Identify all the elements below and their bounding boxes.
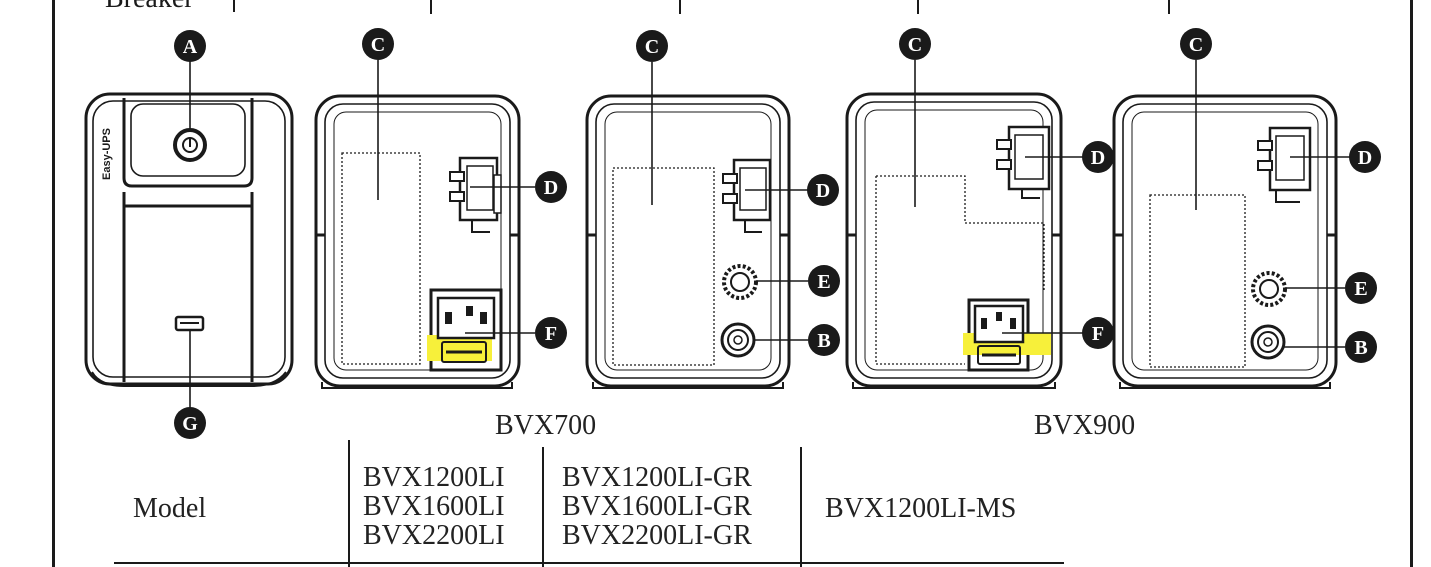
ups-rear-view-1 <box>314 94 521 389</box>
header-divider <box>1168 0 1170 14</box>
callout-d-icon: D <box>535 171 567 203</box>
callout-a-icon: A <box>174 30 206 62</box>
ups-rear-view-2 <box>585 94 791 389</box>
callout-e-icon: E <box>1345 272 1377 304</box>
iec-inlet-f-icon <box>963 298 1051 372</box>
breaker-header-label: Breaker <box>105 0 194 13</box>
callout-b-icon: B <box>1345 331 1377 363</box>
svg-text:F: F <box>545 323 557 345</box>
svg-text:E: E <box>817 271 830 293</box>
svg-text:E: E <box>1354 278 1367 300</box>
callout-d-icon: D <box>1082 141 1114 173</box>
svg-text:B: B <box>1354 337 1367 359</box>
table-cell-model: BVX1200LI-MS <box>825 493 1017 524</box>
callout-d-icon: D <box>807 174 839 206</box>
svg-text:C: C <box>371 34 385 56</box>
label-area <box>875 175 1045 365</box>
front-logo-text: Easy-UPS <box>101 128 113 180</box>
header-divider <box>679 0 681 14</box>
rj45-port-e-icon <box>1251 271 1287 307</box>
header-divider <box>917 0 919 14</box>
svg-text:D: D <box>1358 147 1372 169</box>
table-cell-model: BVX2200LI-GR <box>562 520 752 551</box>
callout-c-icon: C <box>1180 28 1212 60</box>
table-cell-model: BVX2200LI <box>363 520 505 551</box>
header-divider <box>430 0 432 14</box>
circuit-breaker-b-icon <box>720 322 756 358</box>
table-col-divider <box>800 447 802 567</box>
svg-text:D: D <box>816 180 830 202</box>
table-cell-model: BVX1600LI <box>363 491 505 522</box>
label-area <box>1149 194 1246 368</box>
power-button-icon <box>173 128 207 162</box>
table-cell-model: BVX1200LI-GR <box>562 462 752 493</box>
svg-text:G: G <box>182 413 198 435</box>
callout-d-icon: D <box>1349 141 1381 173</box>
callout-badges: A C C C C D D D D E E B B F F G <box>174 28 1381 439</box>
header-divider <box>233 0 235 12</box>
figure-label-bvx900: BVX900 <box>1034 410 1136 441</box>
callout-c-icon: C <box>636 30 668 62</box>
callout-f-icon: F <box>535 317 567 349</box>
svg-text:C: C <box>908 34 922 56</box>
table-row-divider <box>114 562 1064 564</box>
leader-lines <box>189 60 1352 408</box>
circuit-breaker-b-icon <box>1250 324 1286 360</box>
callout-c-icon: C <box>362 28 394 60</box>
callout-f-icon: F <box>1082 317 1114 349</box>
svg-text:F: F <box>1092 323 1104 345</box>
svg-text:D: D <box>544 177 558 199</box>
iec-inlet-f-icon <box>427 288 503 372</box>
svg-text:D: D <box>1091 147 1105 169</box>
rj45-port-e-icon <box>722 264 758 300</box>
figure-label-bvx700: BVX700 <box>495 410 597 441</box>
svg-text:B: B <box>817 330 830 352</box>
table-cell-model: BVX1200LI <box>363 462 505 493</box>
ups-rear-view-3 <box>845 92 1063 389</box>
callout-b-icon: B <box>808 324 840 356</box>
outlet-d-icon <box>1257 126 1312 203</box>
svg-text:C: C <box>1189 34 1203 56</box>
table-col-divider <box>542 447 544 567</box>
ups-front-view: Easy-UPS <box>84 92 294 387</box>
table-cell-model: BVX1600LI-GR <box>562 491 752 522</box>
frame-right-border <box>1410 0 1413 567</box>
outlet-d-icon <box>449 156 502 233</box>
callout-e-icon: E <box>808 265 840 297</box>
callout-c-icon: C <box>899 28 931 60</box>
ups-rear-view-4 <box>1112 94 1338 389</box>
table-row-header: Model <box>133 493 207 524</box>
table-col-divider <box>348 440 350 567</box>
callout-g-icon: G <box>174 407 206 439</box>
label-area <box>612 167 715 366</box>
frame-left-border <box>52 0 55 567</box>
svg-text:C: C <box>645 36 659 58</box>
label-area <box>341 152 421 365</box>
outlet-d-icon <box>996 125 1051 199</box>
svg-text:A: A <box>183 36 198 58</box>
